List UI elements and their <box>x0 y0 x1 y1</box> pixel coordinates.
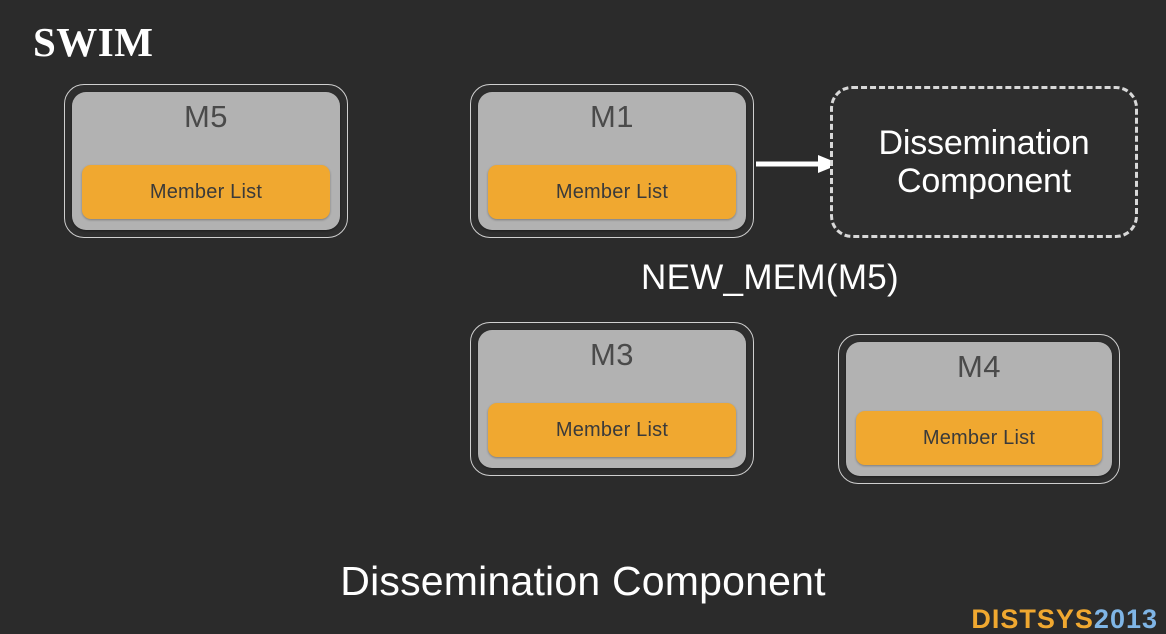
member-list-box-m3[interactable]: Member List <box>488 403 736 457</box>
corner-logo: DISTSYS2013 <box>971 606 1158 633</box>
node-box-m5[interactable]: M5 Member List <box>64 84 348 238</box>
corner-logo-part-a: DISTSYS <box>971 604 1094 634</box>
slide-canvas: SWIM M5 Member List M1 Member List Disse… <box>33 19 1157 633</box>
node-panel: M4 Member List <box>846 342 1112 476</box>
arrow-icon <box>756 155 840 173</box>
member-list-box-m5[interactable]: Member List <box>82 165 330 219</box>
node-label-m4: M4 <box>956 349 1002 384</box>
member-list-box-m4[interactable]: Member List <box>856 411 1102 465</box>
corner-logo-part-b: 2013 <box>1093 604 1158 634</box>
slide-caption: Dissemination Component <box>340 558 826 604</box>
dissemination-component-box[interactable]: Dissemination Component <box>830 86 1138 238</box>
dissemination-line-2: Component <box>897 162 1071 200</box>
node-label-m1: M1 <box>589 99 635 134</box>
member-list-box-m1[interactable]: Member List <box>488 165 736 219</box>
node-box-m4[interactable]: M4 Member List <box>838 334 1120 484</box>
node-panel: M5 Member List <box>72 92 340 230</box>
page-title: SWIM <box>33 19 154 65</box>
node-label-m5: M5 <box>183 99 229 134</box>
node-panel: M3 Member List <box>478 330 746 468</box>
message-label-new-mem: NEW_MEM(M5) <box>641 258 900 297</box>
node-panel: M1 Member List <box>478 92 746 230</box>
node-box-m1[interactable]: M1 Member List <box>470 84 754 238</box>
node-box-m3[interactable]: M3 Member List <box>470 322 754 476</box>
dissemination-line-1: Dissemination <box>878 123 1090 162</box>
node-label-m3: M3 <box>589 337 635 372</box>
